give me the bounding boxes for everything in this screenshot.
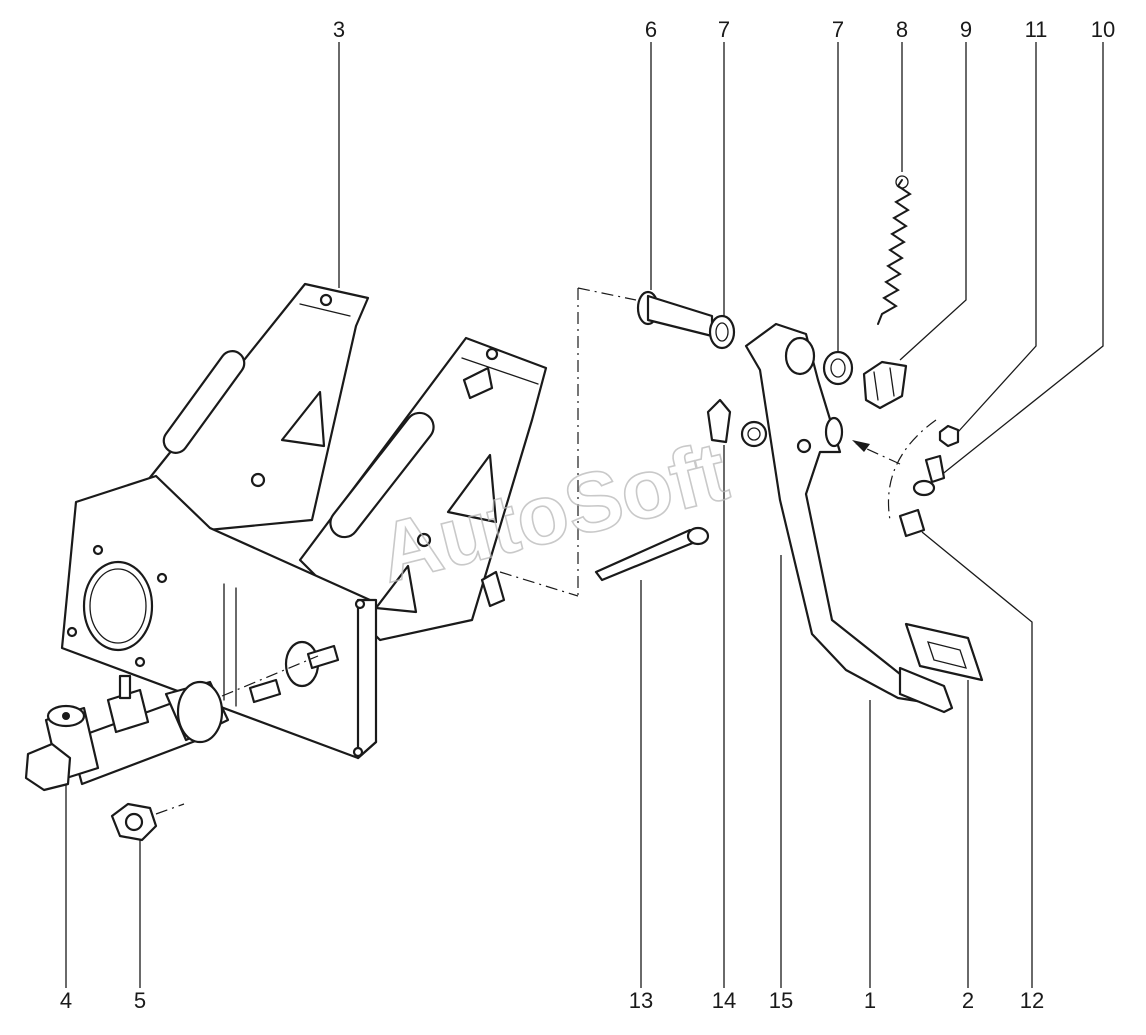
pedal-bracket [60,282,548,760]
leader-lines [65,42,1104,988]
callout-2: 2 [962,988,974,1013]
callout-13: 13 [629,988,653,1013]
clutch-pedal [744,322,954,714]
stop-buffer [898,508,926,538]
callout-7-left: 7 [718,17,730,42]
callout-14: 14 [712,988,736,1013]
pedal-washer [740,420,768,448]
callout-9: 9 [960,17,972,42]
callout-4: 4 [60,988,72,1013]
callout-10: 10 [1091,17,1115,42]
callout-12: 12 [1020,988,1044,1013]
return-spring [877,175,912,325]
callout-15: 15 [769,988,793,1013]
callout-labels: 3 6 7 7 8 9 11 10 4 5 13 14 15 1 2 12 [60,17,1115,1013]
cotter-pin [594,526,710,582]
callout-6: 6 [645,17,657,42]
pedal-stop-screw [912,454,946,497]
axle-bushing-left [708,314,736,350]
spring-bracket-clip [862,360,908,410]
spring-clip [706,398,732,444]
assembly-arrow [852,419,937,521]
callout-1: 1 [864,988,876,1013]
pedal-pad [904,622,984,682]
callout-3: 3 [333,17,345,42]
callout-7-right: 7 [832,17,844,42]
stop-screw-nut [938,424,960,448]
pedal-axle [499,287,714,597]
flange-nut [110,802,185,842]
callout-11: 11 [1025,17,1048,42]
callout-8: 8 [896,17,908,42]
callout-5: 5 [134,988,146,1013]
clutch-master-cylinder [24,655,319,792]
axle-bushing-right [822,350,854,386]
